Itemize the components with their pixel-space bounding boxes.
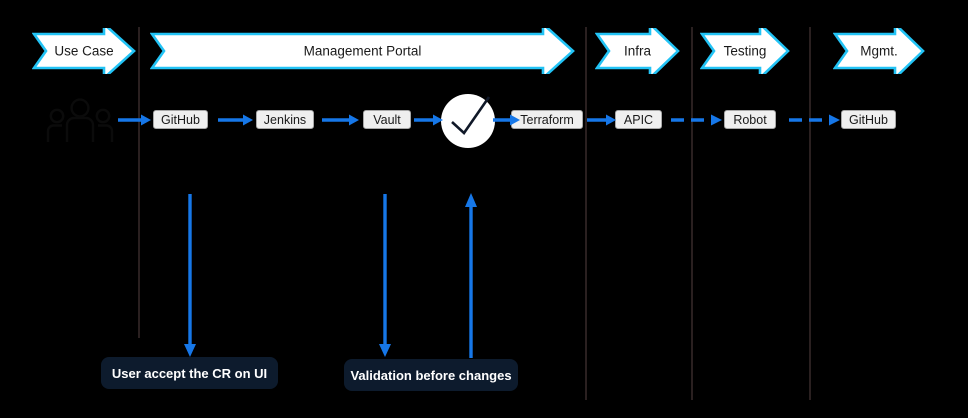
arrow-apic-to-robot-dashed [671,113,723,127]
node-robot[interactable]: Robot [724,110,776,129]
callout-user-accept-cr[interactable]: User accept the CR on UI [101,357,278,389]
banner-testing[interactable]: Testing [700,28,790,74]
banner-use-case[interactable]: Use Case [32,28,136,74]
arrow-terraform-to-apic [587,113,617,127]
banner-management-portal[interactable]: Management Portal [150,28,575,74]
check-circle-icon [440,92,498,150]
arrow-callout-up-to-validation [464,192,478,358]
arrow-github-down-to-callout [183,194,197,358]
node-github-report[interactable]: GitHub [841,110,896,129]
node-terraform[interactable]: Terraform [511,110,583,129]
lane-divider-1 [138,27,140,338]
people-icon [44,98,116,144]
banner-infra[interactable]: Infra [595,28,680,74]
node-github-source[interactable]: GitHub [153,110,208,129]
callout-validation-before-changes[interactable]: Validation before changes [344,359,518,391]
lane-divider-2 [585,27,587,400]
lane-divider-4 [809,27,811,400]
arrow-vault-to-validation [414,113,444,127]
arrow-vault-down-to-callout [378,194,392,358]
arrow-robot-to-github-dashed [789,113,841,127]
node-vault[interactable]: Vault [363,110,411,129]
arrow-jenkins-to-vault [322,113,360,127]
callout-validation-before-changes-label: Validation before changes [350,367,512,383]
node-apic[interactable]: APIC [615,110,662,129]
node-jenkins[interactable]: Jenkins [256,110,314,129]
callout-user-accept-cr-label: User accept the CR on UI [111,365,268,381]
lane-divider-3 [691,27,693,400]
banner-mgmt[interactable]: Mgmt. [833,28,925,74]
arrow-actor-to-github [118,113,152,127]
arrow-validation-to-terraform [493,113,521,127]
arrow-github-to-jenkins [218,113,254,127]
